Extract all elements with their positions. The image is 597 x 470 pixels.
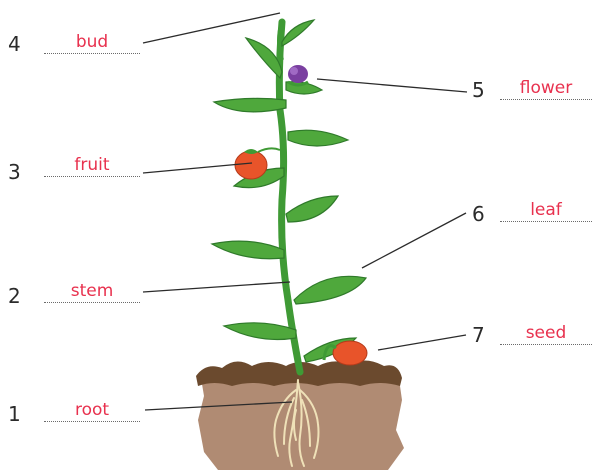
leader-line-bud (143, 13, 280, 43)
label-number-flower: 5 (472, 80, 485, 100)
leader-line-seed (378, 335, 466, 350)
flower (288, 65, 308, 85)
leader-line-flower (317, 79, 467, 92)
answer-leaf: leaf (500, 201, 592, 222)
answer-stem: stem (44, 282, 140, 303)
label-number-seed: 7 (472, 325, 485, 345)
answer-root: root (44, 401, 140, 422)
answer-flower: flower (500, 79, 592, 100)
label-number-fruit: 3 (8, 162, 21, 182)
answer-fruit: fruit (44, 156, 140, 177)
label-number-root: 1 (8, 404, 21, 424)
label-number-bud: 4 (8, 34, 21, 54)
leader-line-leaf (362, 213, 466, 268)
leader-line-stem (143, 282, 290, 292)
answer-seed: seed (500, 324, 592, 345)
answer-bud: bud (44, 33, 140, 54)
label-number-leaf: 6 (472, 204, 485, 224)
label-number-stem: 2 (8, 286, 21, 306)
